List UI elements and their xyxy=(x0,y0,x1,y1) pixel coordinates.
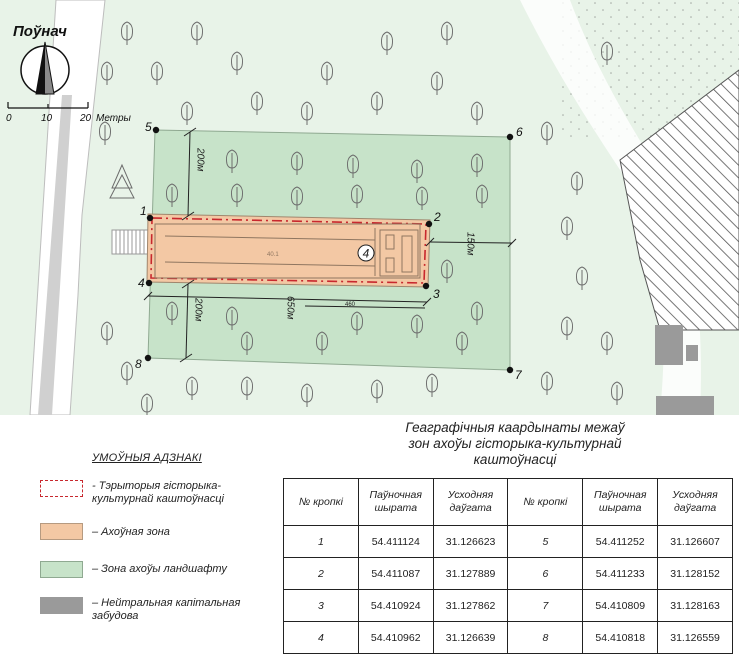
cell: 5 xyxy=(507,525,584,558)
legend-swatch-territory xyxy=(40,480,83,497)
coords-table: № кропкі Паўночная шырата Усходняя даўга… xyxy=(283,478,733,654)
cell: 1 xyxy=(283,525,359,558)
cell: 7 xyxy=(507,589,584,622)
point-6 xyxy=(506,133,514,141)
building-outline xyxy=(154,223,421,279)
scale-unit: Метры xyxy=(96,113,132,124)
neutral-building xyxy=(655,325,683,365)
north-arrow: Поўнач xyxy=(13,23,70,95)
point-5 xyxy=(152,126,160,134)
point-label-1: 1 xyxy=(140,204,147,218)
dim-small-label: 460 xyxy=(345,302,356,308)
table-row: 2 54.411087 31.127889 6 54.411233 31.128… xyxy=(283,557,733,590)
stairs xyxy=(111,229,151,255)
legend-item-neutral-building: – Нейтральная капітальная забудова xyxy=(40,597,270,623)
cell: 31.126639 xyxy=(432,621,509,654)
legend-item-protection-zone: – Ахоўная зона xyxy=(40,523,270,549)
point-label-3: 3 xyxy=(433,287,440,301)
scale-bar: 0 10 20 Метры xyxy=(6,102,132,124)
legend-title: УМОЎНЫЯ АДЗНАКІ xyxy=(92,452,202,464)
legend-item-landscape-zone: – Зона ахоўы ландшафту xyxy=(40,561,270,587)
cell: 54.410962 xyxy=(357,621,434,654)
neutral-building xyxy=(686,345,698,361)
cell: 54.410818 xyxy=(582,621,659,654)
point-label-8: 8 xyxy=(135,357,142,371)
coords-title: Геаграфічныя каардынаты межаў зон ахоўы … xyxy=(405,420,625,467)
point-label-4: 4 xyxy=(138,276,145,290)
cell: 31.127889 xyxy=(432,557,509,590)
hatched-structure xyxy=(619,69,739,331)
corner-points xyxy=(144,126,514,374)
map-canvas: 40.1 4 460 200м 200м 150м 650м 1 2 3 xyxy=(0,0,739,415)
legend-swatch-landscape-zone xyxy=(40,561,83,578)
cell: 54.411252 xyxy=(582,525,659,558)
point-7 xyxy=(506,366,514,374)
cell: 4 xyxy=(283,621,359,654)
dim-label-650-bottom: 650м xyxy=(285,296,296,320)
point-label-6: 6 xyxy=(516,125,523,139)
dim-label-150-right: 150м xyxy=(465,232,476,256)
cell: 31.128152 xyxy=(657,557,733,590)
dim-label-200-lower: 200м xyxy=(193,297,204,322)
header-longitude-2: Усходняя даўгата xyxy=(657,478,733,526)
zone-number: 4 xyxy=(363,247,370,261)
cell: 54.410924 xyxy=(357,589,434,622)
legend-label-landscape-zone: – Зона ахоўы ландшафту xyxy=(92,563,227,575)
point-1 xyxy=(146,214,154,222)
table-row: 3 54.410924 31.127862 7 54.410809 31.128… xyxy=(283,589,733,622)
dim-label-200-left: 200м xyxy=(195,147,206,172)
header-point-no-2: № кропкі xyxy=(507,478,584,526)
point-2 xyxy=(425,220,433,228)
corner-point-labels: 1 2 3 4 5 6 7 8 xyxy=(135,120,523,382)
dimension-lines xyxy=(143,127,517,363)
point-8 xyxy=(144,354,152,362)
legend-item-territory: - Тэрыторыя гісторыка- культурнай каштоў… xyxy=(40,480,270,506)
road-grey-edge xyxy=(38,95,72,415)
header-point-no: № кропкі xyxy=(283,478,359,526)
cell: 31.128163 xyxy=(657,589,733,622)
table-row: 1 54.411124 31.126623 5 54.411252 31.126… xyxy=(283,525,733,558)
cell: 54.411233 xyxy=(582,557,659,590)
legend-label-territory: - Тэрыторыя гісторыка- культурнай каштоў… xyxy=(92,480,224,505)
cell: 54.411124 xyxy=(357,525,434,558)
scale-tick-0: 0 xyxy=(6,113,12,124)
territory-border xyxy=(150,217,427,284)
cell: 31.126623 xyxy=(432,525,509,558)
cell: 3 xyxy=(283,589,359,622)
conifer-icon xyxy=(109,163,135,199)
cell: 6 xyxy=(507,557,584,590)
header-latitude: Паўночная шырата xyxy=(357,478,434,526)
cell: 31.126607 xyxy=(657,525,733,558)
cell: 8 xyxy=(507,621,584,654)
point-label-2: 2 xyxy=(433,210,441,224)
scale-tick-10: 10 xyxy=(41,113,53,124)
table-row: 4 54.410962 31.126639 8 54.410818 31.126… xyxy=(283,621,733,654)
point-3 xyxy=(422,282,430,290)
legend-swatch-neutral-building xyxy=(40,597,83,614)
point-4 xyxy=(145,279,153,287)
north-label: Поўнач xyxy=(13,23,67,40)
legend-label-neutral-building: – Нейтральная капітальная забудова xyxy=(92,597,241,622)
neutral-building xyxy=(656,396,714,415)
table-header-row: № кропкі Паўночная шырата Усходняя даўга… xyxy=(283,478,733,526)
cell: 54.410809 xyxy=(582,589,659,622)
point-label-7: 7 xyxy=(515,368,523,382)
building-small-label: 40.1 xyxy=(267,252,279,258)
zone-number-circle xyxy=(357,244,375,262)
cell: 31.126559 xyxy=(657,621,733,654)
scale-tick-20: 20 xyxy=(79,113,92,124)
point-label-5: 5 xyxy=(145,120,152,134)
header-latitude-2: Паўночная шырата xyxy=(582,478,659,526)
cell: 54.411087 xyxy=(357,557,434,590)
cell: 31.127862 xyxy=(432,589,509,622)
legend-label-protection-zone: – Ахоўная зона xyxy=(92,526,170,538)
cell: 2 xyxy=(283,557,359,590)
header-longitude: Усходняя даўгата xyxy=(432,478,509,526)
legend-swatch-protection-zone xyxy=(40,523,83,540)
